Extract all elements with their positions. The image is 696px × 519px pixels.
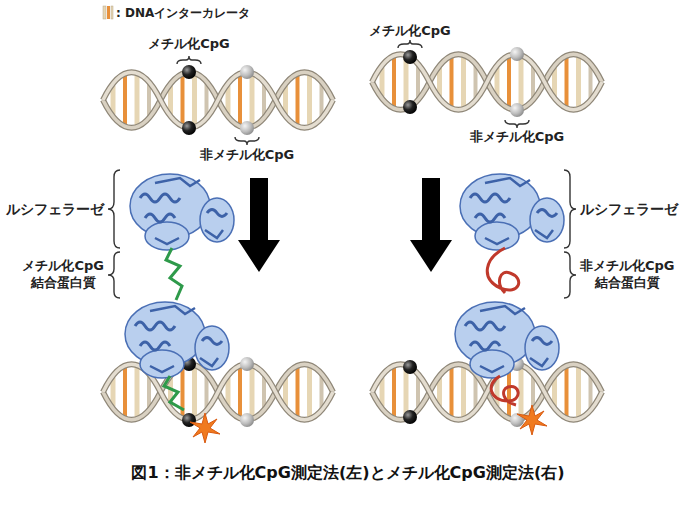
- unmethyl-binding-protein: [491, 376, 518, 405]
- part-label: 非メチル化CpG 結合蛋白質: [580, 258, 675, 292]
- brace: [108, 170, 576, 298]
- luminescence-flash: [517, 405, 547, 435]
- intercalator-icon: [103, 6, 113, 19]
- down-arrow: [410, 178, 452, 272]
- unmethyl-binding-protein: [487, 248, 518, 293]
- part-label: 非メチル化CpG: [470, 129, 565, 146]
- part-label: 非メチル化CpG: [200, 147, 295, 164]
- methyl-binding-protein: [164, 376, 184, 410]
- dna-helix: [103, 364, 333, 420]
- part-label: ルシフェラーゼ: [580, 200, 678, 218]
- down-arrow: [238, 178, 280, 272]
- luciferase: [455, 302, 559, 378]
- methyl-binding-protein: [166, 248, 182, 300]
- legend-text: : DNAインターカレータ: [116, 5, 250, 22]
- luminescence-flash: [190, 413, 220, 443]
- luciferase: [130, 174, 234, 250]
- part-label: メチル化CpG: [148, 36, 230, 53]
- dna-helix: [103, 72, 333, 128]
- part-label: メチル化CpG: [369, 23, 451, 40]
- cpg-spheres: [182, 47, 524, 135]
- luciferase: [125, 302, 229, 378]
- figure-caption: 図1：非メチル化CpG測定法(左)とメチル化CpG測定法(右): [131, 463, 564, 484]
- part-label: ルシフェラーゼ: [6, 200, 104, 218]
- luciferase: [460, 174, 564, 250]
- part-label: メチル化CpG 結合蛋白質: [22, 258, 104, 292]
